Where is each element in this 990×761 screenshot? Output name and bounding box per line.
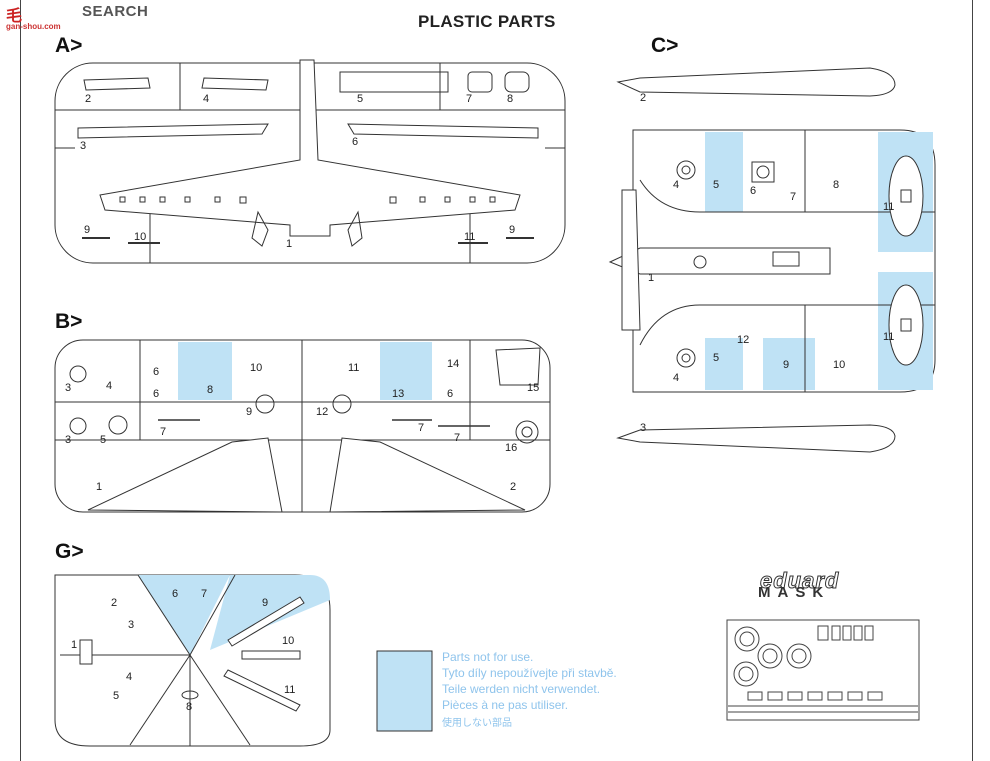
legend-line-cz: Tyto díly nepoužívejte při stavbě. <box>442 666 617 680</box>
part-label-g6: 6 <box>172 588 179 600</box>
part-label-c4: 4 <box>673 179 680 191</box>
left-border <box>20 0 21 761</box>
part-label-a4: 4 <box>203 93 210 105</box>
part-label-g9: 9 <box>262 597 269 609</box>
part-label-c5: 5 <box>713 179 720 191</box>
sprue-b <box>54 339 551 513</box>
section-label-g: G> <box>55 540 84 563</box>
sprue-c <box>608 67 936 453</box>
part-label-c3: 3 <box>640 422 647 434</box>
legend-swatch <box>376 650 433 732</box>
part-label-b3b: 3 <box>65 434 72 446</box>
part-label-a5: 5 <box>357 93 364 105</box>
part-label-b1: 1 <box>96 481 103 493</box>
part-label-a11: 11 <box>464 231 476 243</box>
watermark-url: gan-shou.com <box>6 22 61 31</box>
part-label-c11b: 11 <box>883 331 895 343</box>
part-label-a7: 7 <box>466 93 473 105</box>
part-label-g8: 8 <box>186 701 193 713</box>
part-label-b11: 11 <box>348 362 360 374</box>
watermark-text: SEARCH <box>82 3 149 20</box>
part-label-c12: 12 <box>737 334 750 346</box>
part-label-a3: 3 <box>80 140 87 152</box>
sprue-g <box>54 574 331 747</box>
part-label-b7b: 7 <box>418 422 425 434</box>
part-label-g3: 3 <box>128 619 135 631</box>
part-label-g2: 2 <box>111 597 118 609</box>
part-label-g11: 11 <box>284 684 296 696</box>
legend-line-jp: 使用しない部品 <box>442 718 512 729</box>
part-label-b10: 10 <box>250 362 263 374</box>
mask-sheet <box>726 619 920 721</box>
part-label-c9: 9 <box>783 359 790 371</box>
part-label-a10: 10 <box>134 231 147 243</box>
part-label-b14: 14 <box>447 358 460 370</box>
mask-product-label: MASK <box>758 584 831 601</box>
part-label-c6: 6 <box>750 185 757 197</box>
part-label-a6: 6 <box>352 136 359 148</box>
part-label-b15: 15 <box>527 382 540 394</box>
part-label-c2: 2 <box>640 92 647 104</box>
part-label-b9: 9 <box>246 406 253 418</box>
part-label-g1: 1 <box>71 639 78 651</box>
part-label-c7: 7 <box>790 191 797 203</box>
part-label-a8: 8 <box>507 93 514 105</box>
part-label-b7: 7 <box>160 426 167 438</box>
part-label-b7c: 7 <box>454 432 461 444</box>
part-label-c1: 1 <box>648 272 655 284</box>
part-label-b5: 5 <box>100 434 107 446</box>
part-label-b13: 13 <box>392 388 405 400</box>
legend-line-de: Teile werden nicht verwendet. <box>442 682 601 696</box>
part-label-b8: 8 <box>207 384 214 396</box>
watermark-logo: 毛 <box>6 8 23 25</box>
part-label-a9b: 9 <box>509 224 516 236</box>
part-label-c4b: 4 <box>673 372 680 384</box>
part-label-g5: 5 <box>113 690 120 702</box>
part-label-b12: 12 <box>316 406 329 418</box>
part-label-a2: 2 <box>85 93 92 105</box>
part-label-b6b: 6 <box>153 388 160 400</box>
part-label-c5b: 5 <box>713 352 720 364</box>
part-label-c10: 10 <box>833 359 846 371</box>
part-label-b16: 16 <box>505 442 518 454</box>
part-label-b3: 3 <box>65 382 72 394</box>
part-label-a9: 9 <box>84 224 91 236</box>
section-label-a: A> <box>55 34 83 57</box>
part-label-b6: 6 <box>153 366 160 378</box>
part-label-g4: 4 <box>126 671 133 683</box>
part-label-g7: 7 <box>201 588 208 600</box>
part-label-c8: 8 <box>833 179 840 191</box>
part-label-c11: 11 <box>883 201 895 213</box>
right-border <box>972 0 973 761</box>
sprue-a <box>54 59 566 264</box>
legend-line-fr: Pièces à ne pas utiliser. <box>442 698 569 712</box>
part-label-a1: 1 <box>286 238 293 250</box>
part-label-g10: 10 <box>282 635 295 647</box>
part-label-b2: 2 <box>510 481 517 493</box>
section-label-b: B> <box>55 310 83 333</box>
page-title: PLASTIC PARTS <box>418 12 556 31</box>
section-label-c: C> <box>651 34 679 57</box>
part-label-b4: 4 <box>106 380 113 392</box>
legend-line-en: Parts not for use. <box>442 650 534 664</box>
part-label-b6c: 6 <box>447 388 454 400</box>
eduard-logo: eduard <box>759 568 840 594</box>
